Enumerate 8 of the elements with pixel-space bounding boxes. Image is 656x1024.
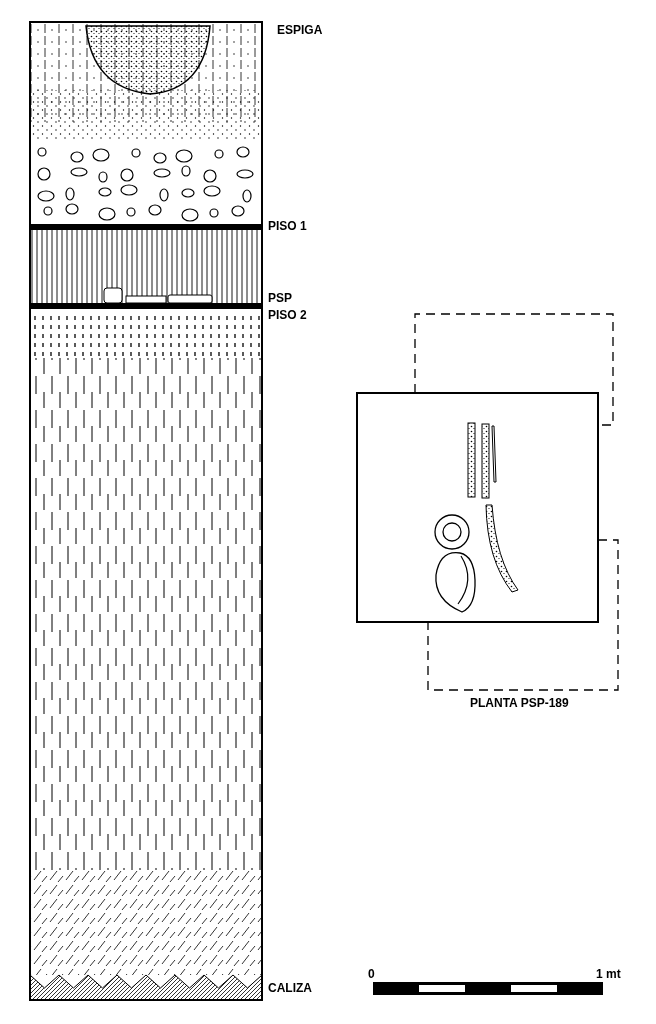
layer-label: PSP bbox=[268, 291, 292, 305]
scale-label: 0 bbox=[368, 967, 375, 981]
layer-label: PISO 1 bbox=[268, 219, 307, 233]
layer-label: CALIZA bbox=[268, 981, 312, 995]
layer-label: ESPIGA bbox=[277, 23, 323, 37]
plan-title: PLANTA PSP-189 bbox=[470, 696, 569, 710]
layer-label: PISO 2 bbox=[268, 308, 307, 322]
scale-label: 1 mt bbox=[596, 967, 621, 981]
